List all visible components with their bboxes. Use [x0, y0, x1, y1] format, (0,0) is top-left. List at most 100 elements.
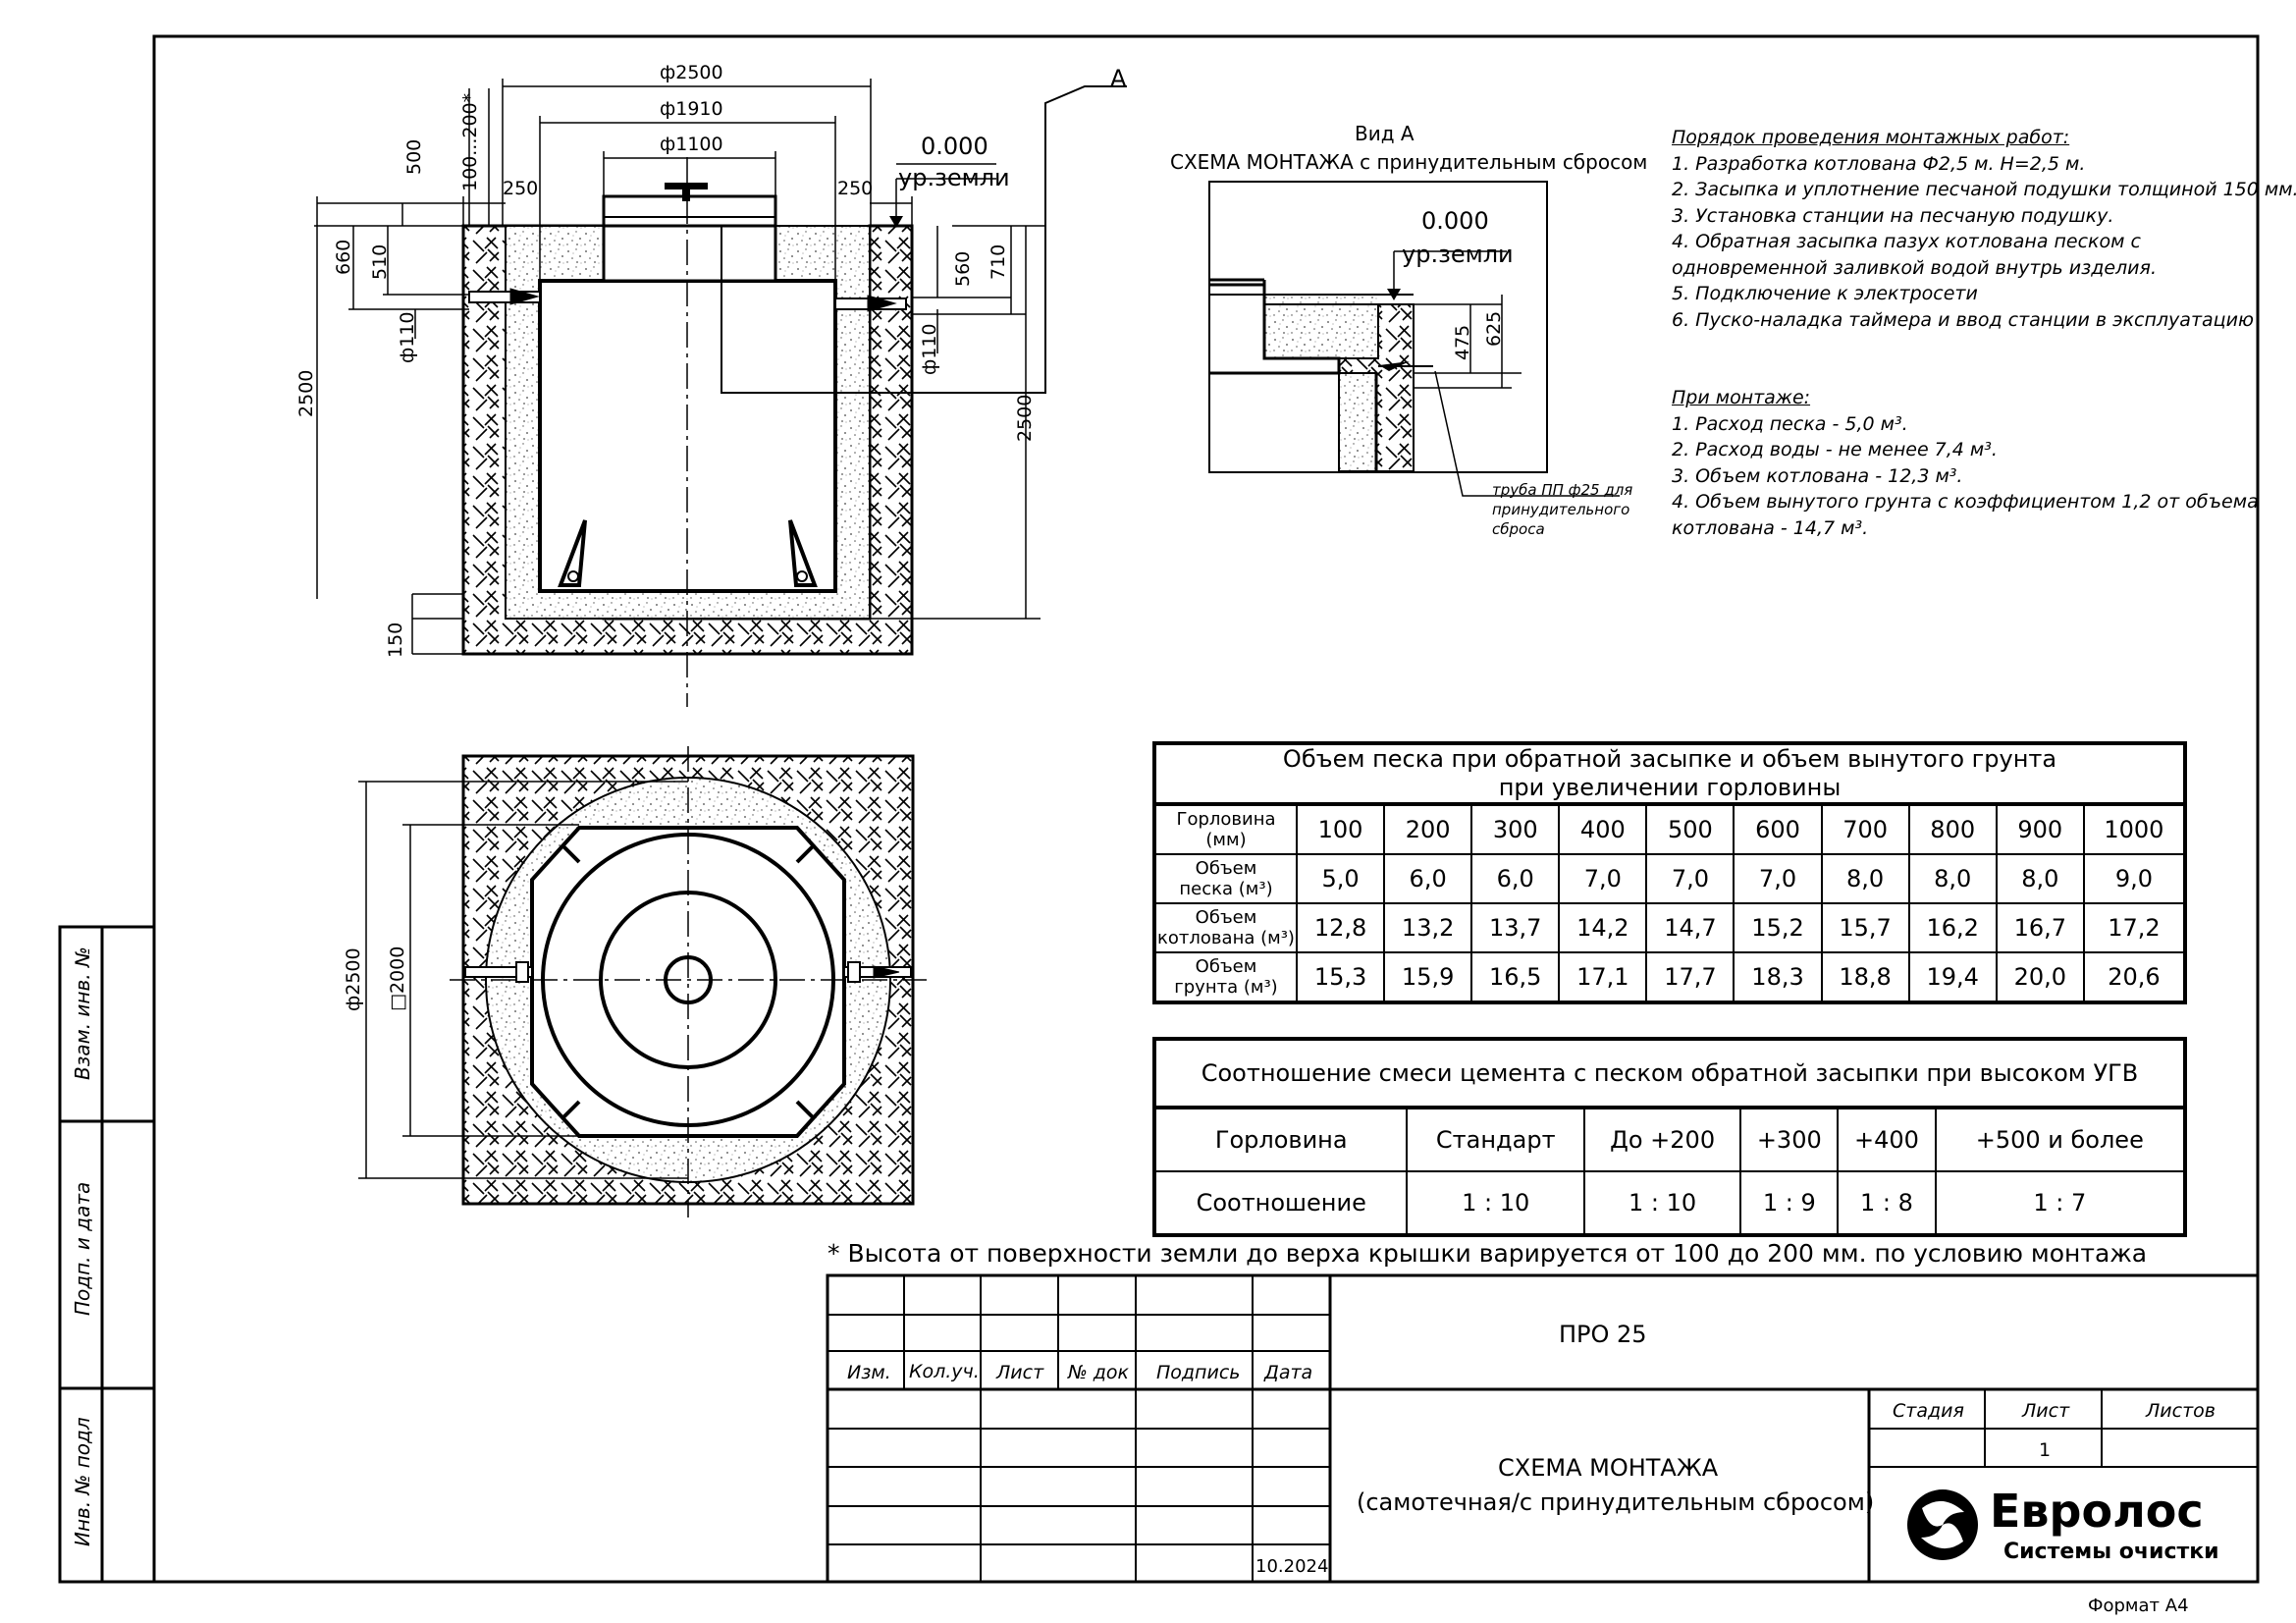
dim-475: 475: [1452, 325, 1473, 360]
cell: 7,0: [1558, 853, 1648, 904]
install-item: 3. Объем котлована - 12,3 м³.: [1672, 464, 1963, 487]
cell: 16,5: [1470, 951, 1561, 1003]
stamp-date: 10.2024: [1255, 1556, 1328, 1577]
dim-710: 710: [988, 244, 1009, 280]
plan-view: ф2500 □2000: [343, 746, 927, 1217]
brand-name: Евролос: [1990, 1485, 2204, 1538]
row-label: Горловина(мм): [1153, 803, 1298, 855]
cell: 19,4: [1907, 951, 1998, 1003]
mounting-notes: Порядок проведения монтажных работ: 1. Р…: [1672, 125, 2296, 333]
cell: 16,2: [1907, 902, 1998, 953]
cell: До +200: [1583, 1107, 1742, 1172]
tank-leg-left: [558, 519, 587, 587]
side-label-replace: Взам. инв. №: [71, 947, 94, 1080]
dim-250-right: 250: [837, 178, 873, 199]
cell: 18,8: [1820, 951, 1910, 1003]
cell: 15,2: [1733, 902, 1823, 953]
pipe-note-3: сброса: [1492, 520, 1545, 538]
cell: +400: [1837, 1107, 1937, 1172]
dim-plan-d2500: ф2500: [343, 947, 364, 1011]
cell: 20,0: [1995, 951, 2085, 1003]
stamp-col-change: Изм.: [847, 1362, 891, 1383]
cell: 500: [1645, 803, 1735, 855]
cell: 14,2: [1558, 902, 1648, 953]
cell: Горловина: [1152, 1107, 1409, 1172]
cell: 100: [1295, 803, 1386, 855]
install-notes: При монтаже: 1. Расход песка - 5,0 м³. 2…: [1672, 385, 2259, 541]
install-item: 1. Расход песка - 5,0 м³.: [1672, 412, 1908, 435]
view-a-title: Вид А: [1355, 122, 1415, 145]
tank-neck: [602, 224, 777, 283]
cell: 300: [1470, 803, 1561, 855]
mount-step: 4. Обратная засыпка пазух котлована песк…: [1672, 231, 2141, 252]
cell: 20,6: [2082, 951, 2187, 1003]
side-label-sign-date: Подп. и дата: [71, 1182, 94, 1316]
cell: 900: [1995, 803, 2085, 855]
cell: 1000: [2082, 803, 2187, 855]
mount-step: 2. Засыпка и уплотнение песчаной подушки…: [1672, 179, 2296, 200]
install-header: При монтаже:: [1672, 387, 1811, 408]
cell: 7,0: [1645, 853, 1735, 904]
section-view: А 0.000 ур.земли ф2500 ф1910 ф1100 250 2…: [295, 62, 1127, 707]
cell: +500 и более: [1934, 1107, 2187, 1172]
cell: 15,9: [1383, 951, 1473, 1003]
dim-2500-right: 2500: [1014, 395, 1036, 442]
cell: 15,3: [1295, 951, 1386, 1003]
view-a-subtitle: СХЕМА МОНТАЖА с принудительным сбросом: [1170, 150, 1647, 174]
stamp-title-1: СХЕМА МОНТАЖА: [1498, 1454, 1719, 1482]
dim-500: 500: [403, 139, 425, 175]
dim-d1100: ф1100: [660, 134, 723, 155]
view-a-detail: Вид А СХЕМА МОНТАЖА с принудительным сбр…: [1170, 122, 1647, 538]
dim-d1910: ф1910: [660, 98, 723, 120]
plan-pipe-left: [464, 961, 533, 983]
cell: 13,7: [1470, 902, 1561, 953]
cell: 9,0: [2082, 853, 2187, 904]
stamp-col-date: Дата: [1263, 1362, 1312, 1383]
tank-leg-right: [788, 519, 818, 587]
mount-step: 3. Установка станции на песчаную подушку…: [1672, 204, 2114, 227]
stamp-stage: Стадия: [1893, 1400, 1964, 1422]
inlet-pipe-left: [468, 288, 541, 305]
brand-sub: Системы очистки: [2003, 1540, 2219, 1564]
mount-step: 6. Пуско-наладка таймера и ввод станции …: [1672, 308, 2254, 331]
cement-mix-table: Соотношение смеси цемента с песком обрат…: [1152, 1037, 2187, 1237]
dim-625: 625: [1483, 311, 1505, 347]
dim-100-200: 100...200*: [459, 93, 481, 191]
cell: 17,7: [1645, 951, 1735, 1003]
lid-handle: [665, 183, 708, 189]
stamp-col-sign: Подпись: [1156, 1362, 1240, 1383]
cell: 12,8: [1295, 902, 1386, 953]
level-value: 0.000: [921, 133, 988, 160]
dim-plan-sq2000: □2000: [387, 947, 408, 1011]
cell: 200: [1383, 803, 1473, 855]
cell: 1 : 7: [1934, 1170, 2187, 1236]
dim-d110-left: ф110: [397, 311, 418, 363]
marker-a: А: [1110, 65, 1127, 92]
volume-table: Объем песка при обратной засыпке и объем…: [1152, 741, 2187, 1004]
dim-560: 560: [952, 251, 974, 287]
table-row: Соотношение 1 : 10 1 : 10 1 : 9 1 : 8 1 …: [1152, 1170, 2187, 1236]
cell: 14,7: [1645, 902, 1735, 953]
cell: Соотношение: [1152, 1170, 1409, 1236]
cell: Стандарт: [1406, 1107, 1586, 1172]
cell: 17,1: [1558, 951, 1648, 1003]
cell: 8,0: [1907, 853, 1998, 904]
cell: 16,7: [1995, 902, 2085, 953]
ground-level-marker: [889, 216, 903, 228]
install-item: 2. Расход воды - не менее 7,4 м³.: [1672, 439, 1998, 460]
tank-outline-plan: [530, 826, 846, 1138]
dimension-lines: [314, 79, 1127, 655]
mount-step: одновременной заливкой водой внутрь изде…: [1672, 256, 2157, 279]
table-row: Горловина(мм) 100 200 300 400 500 600 70…: [1153, 803, 2187, 855]
stamp-sheet: Лист: [2021, 1400, 2070, 1422]
dim-660: 660: [333, 240, 354, 275]
dim-d110-right: ф110: [919, 323, 940, 375]
mount-step: 1. Разработка котлована Ф2,5 м. Н=2,5 м.: [1672, 152, 2086, 175]
stamp-col-sheet: Лист: [995, 1362, 1044, 1383]
stamp-col-doc: № док: [1067, 1362, 1130, 1383]
